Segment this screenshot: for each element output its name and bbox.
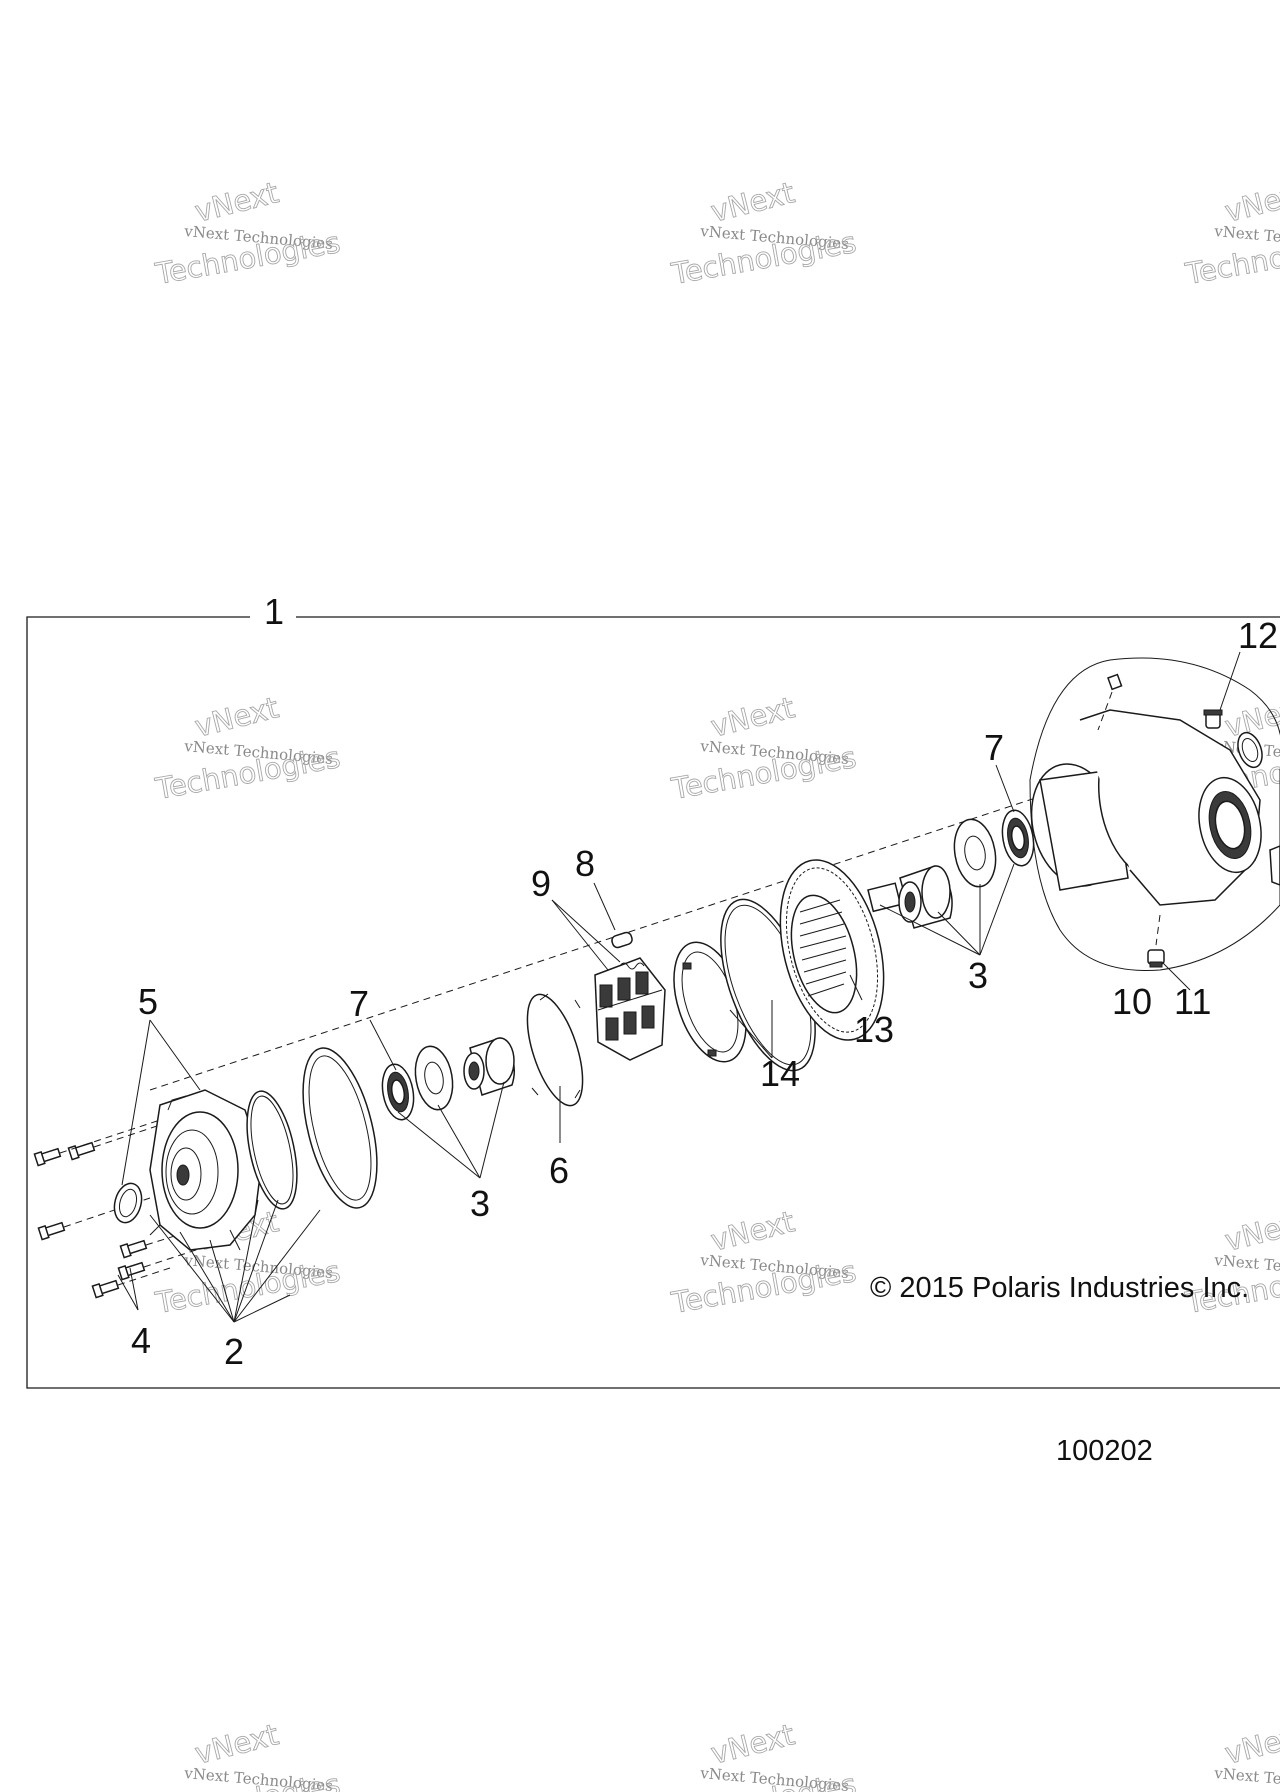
callout-4: 4 — [131, 1320, 151, 1361]
callout-8: 8 — [575, 843, 595, 884]
ring-gear — [779, 859, 885, 1041]
watermark-bottom-left: vNext vNext Technologies Technologies — [152, 1717, 343, 1792]
callout-9: 9 — [531, 863, 551, 904]
thrust-washer-left — [414, 1045, 454, 1111]
o-ring-inner — [250, 1095, 294, 1205]
callout-3-right: 3 — [968, 955, 988, 996]
drain-plug — [1147, 914, 1165, 968]
gearcase-cover — [149, 1089, 263, 1251]
gearcase-housing — [1029, 657, 1280, 971]
svg-text:vNext: vNext — [707, 1717, 797, 1770]
svg-text:vNext: vNext — [191, 690, 281, 743]
callout-12: 12 — [1238, 615, 1278, 656]
o-ring — [246, 1090, 298, 1210]
callout-6: 6 — [549, 1150, 569, 1191]
callout-10: 10 — [1112, 981, 1152, 1022]
callout-7-left: 7 — [349, 983, 369, 1024]
figure-number: 100202 — [1056, 1435, 1153, 1467]
svg-text:vNext: vNext — [707, 690, 797, 743]
svg-text:vNext: vNext — [1221, 175, 1280, 228]
callout-1: 1 — [264, 591, 284, 632]
bolt — [119, 1239, 148, 1259]
oil-seal — [113, 1182, 143, 1224]
svg-text:vNext: vNext — [1221, 1204, 1280, 1257]
svg-text:vNext: vNext — [707, 1204, 797, 1257]
bolt — [91, 1279, 120, 1299]
cage-spring — [619, 962, 645, 970]
breather-plug — [1203, 709, 1263, 769]
svg-text:vNext: vNext — [707, 175, 797, 228]
callout-13: 13 — [854, 1009, 894, 1050]
watermark-top-center: vNext vNext Technologies Technologies — [668, 175, 859, 292]
copyright-notice: © 2015 Polaris Industries Inc. — [870, 1272, 1249, 1304]
roller-cage — [594, 957, 666, 1061]
callout-3-left: 3 — [470, 1183, 490, 1224]
output-hub-left — [463, 1037, 515, 1096]
watermark-top-right: vNext vNext Technologies Technologies — [1182, 175, 1280, 292]
roller-pin — [611, 931, 633, 949]
output-hub-right — [867, 865, 953, 929]
bolt — [37, 1221, 66, 1241]
shim-ring-inner — [308, 1055, 372, 1201]
svg-text:vNext: vNext — [191, 175, 281, 228]
callout-14: 14 — [760, 1053, 800, 1094]
leader-lines — [117, 651, 1241, 1323]
svg-text:vNext: vNext — [1221, 1717, 1280, 1770]
callout-2: 2 — [224, 1331, 244, 1372]
watermark-top-left: vNext vNext Technologies Technologies — [152, 175, 343, 292]
assembly-frame — [26, 616, 1280, 1389]
callout-11: 11 — [1174, 981, 1211, 1022]
watermark-bottom-center: vNext vNext Technologies Technologies — [668, 1717, 859, 1792]
bolt — [33, 1147, 62, 1167]
oil-seal-inner — [118, 1188, 138, 1218]
shim-ring — [302, 1047, 378, 1209]
watermark-bottom-right: vNext vNext Technologies Technologies — [1182, 1717, 1280, 1792]
watermark-lower-center: vNext vNext Technologies Technologies — [668, 1204, 859, 1321]
callout-7-right: 7 — [984, 727, 1004, 768]
bolt — [67, 1141, 96, 1161]
bolt — [117, 1261, 146, 1281]
watermark-mid-center: vNext vNext Technologies Technologies — [668, 690, 859, 807]
callout-5: 5 — [138, 981, 158, 1022]
thrust-washer-right — [953, 818, 997, 888]
svg-text:vNext: vNext — [191, 1717, 281, 1770]
armature-plate — [526, 993, 584, 1107]
watermark-mid-left: vNext vNext Technologies Technologies — [152, 690, 343, 807]
